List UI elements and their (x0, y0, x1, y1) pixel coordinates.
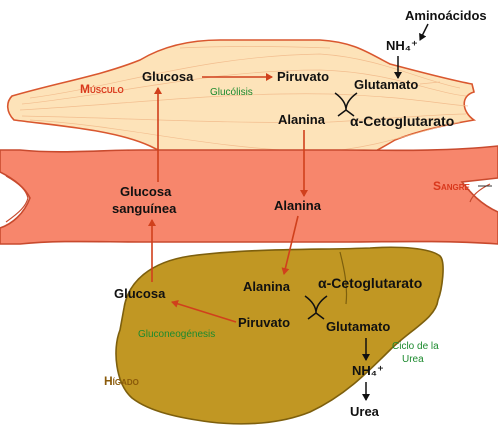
muscle-label: Músculo (80, 82, 124, 96)
liver-glutamato: Glutamato (326, 319, 390, 334)
glycolysis-label: Glucólisis (210, 87, 253, 98)
blood-vessel-shape (0, 146, 498, 244)
aminoacidos-label: Aminoácidos (405, 8, 487, 23)
muscle-glutamato: Glutamato (354, 77, 418, 92)
muscle-alanina: Alanina (278, 112, 326, 127)
gluconeogenesis-label: Gluconeogénesis (138, 329, 215, 340)
blood-label: Sangre (433, 179, 471, 193)
liver-label: Hígado (104, 374, 139, 388)
urea-cycle-line2: Urea (402, 354, 424, 365)
blood-glucosa-line2: sanguínea (112, 201, 177, 216)
blood-alanina: Alanina (274, 198, 322, 213)
muscle-glucosa: Glucosa (142, 69, 194, 84)
urea-label: Urea (350, 404, 380, 419)
muscle-shape (8, 40, 474, 168)
muscle-piruvato: Piruvato (277, 69, 329, 84)
liver-cetoglutarato: α-Cetoglutarato (318, 275, 422, 291)
liver-nh4: NH₄⁺ (352, 363, 384, 378)
blood-glucosa-line1: Glucosa (120, 184, 172, 199)
muscle-cetoglutarato: α-Cetoglutarato (350, 113, 454, 129)
liver-glucosa: Glucosa (114, 286, 166, 301)
urea-cycle-line1: Ciclo de la (392, 341, 439, 352)
arrow-aminoacidos-to-nh4 (420, 24, 428, 40)
muscle-nh4: NH₄⁺ (386, 38, 418, 53)
liver-piruvato: Piruvato (238, 315, 290, 330)
liver-alanina: Alanina (243, 279, 291, 294)
